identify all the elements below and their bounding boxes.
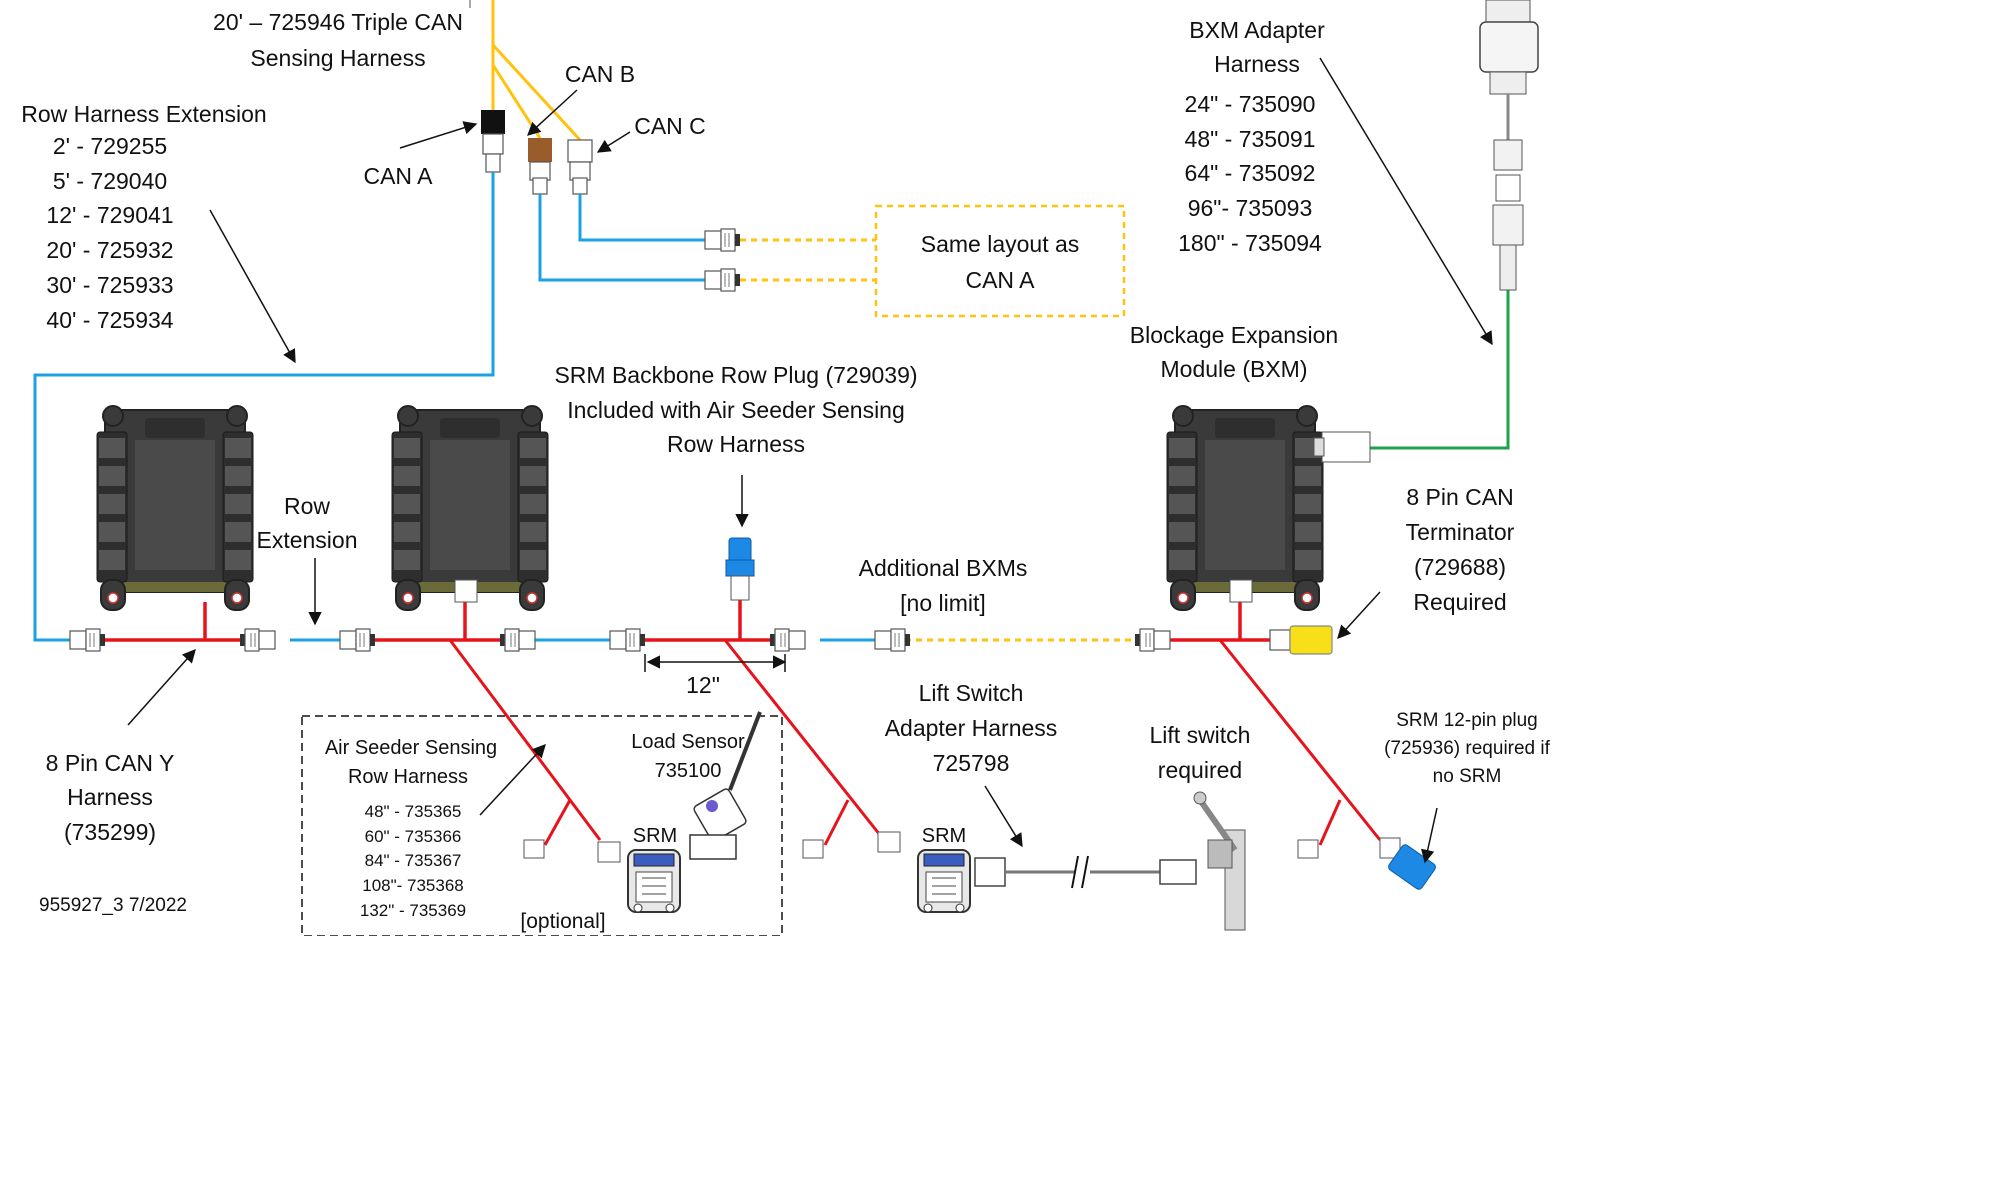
- additional-bxms-label-2: [no limit]: [900, 590, 986, 616]
- bxm-module-2: [391, 405, 549, 611]
- srm-12-pin-plug: [1388, 844, 1436, 890]
- bxm-adapter-item: 24" - 735090: [1185, 91, 1316, 117]
- row-ext-title: Row Harness Extension: [21, 101, 266, 127]
- bxm-adapter-item: 180" - 735094: [1178, 230, 1322, 256]
- bxm-adapter-harness: [1313, 0, 1539, 463]
- air-seeder-item: 108"- 735368: [362, 876, 464, 895]
- lift-switch-label-2: required: [1158, 757, 1242, 783]
- bxm-adapter-label-2: Harness: [1214, 51, 1300, 77]
- bxm-adapter-item: 48" - 735091: [1185, 126, 1316, 152]
- same-layout-label-1: Same layout as: [921, 231, 1080, 257]
- air-seeder-item: 48" - 735365: [365, 802, 462, 821]
- load-sensor: [689, 711, 762, 860]
- drop-connectors: [523, 831, 1401, 863]
- can-c-label: CAN C: [634, 113, 706, 139]
- module-stub-connectors: [454, 579, 1253, 603]
- dimension-12in: [644, 654, 787, 672]
- row-ext-item: 20' - 725932: [46, 237, 173, 263]
- srm-plug-label-2: Included with Air Seeder Sensing: [567, 397, 905, 423]
- lift-switch-adapter-harness: [974, 855, 1197, 889]
- load-sensor-label-1: Load Sensor: [631, 731, 745, 753]
- optional-box: [301, 715, 783, 936]
- row-ext-item: 2' - 729255: [53, 133, 167, 159]
- terminator-label-1: 8 Pin CAN: [1406, 484, 1513, 510]
- document-id: 955927_3 7/2022: [39, 895, 187, 916]
- row-harness-extension: [33, 172, 705, 642]
- srm-label-1: SRM: [633, 825, 677, 847]
- bxm-adapter-label-1: BXM Adapter: [1189, 17, 1325, 43]
- srm-plug-label-1: SRM Backbone Row Plug (729039): [554, 362, 917, 388]
- srm-label-2: SRM: [922, 825, 966, 847]
- srm-backbone-row-plug: [725, 537, 755, 601]
- terminator-label-2: Terminator: [1406, 519, 1515, 545]
- can-terminator: [1269, 625, 1333, 655]
- srm-plug-label-3: Row Harness: [667, 431, 805, 457]
- y-harness-label-3: (735299): [64, 819, 156, 845]
- lift-adapter-label-1: Lift Switch: [919, 680, 1024, 706]
- bxm-module-3: [1166, 405, 1324, 611]
- row-extension-label-1: Row: [284, 493, 330, 519]
- bxm-adapter-item: 96"- 735093: [1188, 195, 1313, 221]
- srm-sensor-1: [627, 849, 681, 913]
- srm12-label-2: (725936) required if: [1384, 738, 1551, 759]
- optional-label: [optional]: [520, 910, 605, 933]
- y-harness-label-1: 8 Pin CAN Y: [46, 750, 175, 776]
- can-b-label: CAN B: [565, 61, 635, 87]
- row-ext-item: 5' - 729040: [53, 168, 167, 194]
- bxm-module-1: [96, 405, 254, 611]
- dimension-label: 12": [686, 672, 720, 698]
- srm12-label-1: SRM 12-pin plug: [1396, 710, 1538, 731]
- air-seeder-item: 132" - 735369: [360, 901, 466, 920]
- air-seeder-item: 84" - 735367: [365, 851, 462, 870]
- row-ext-item: 30' - 725933: [46, 272, 173, 298]
- can-a-connector: [481, 110, 505, 173]
- can-a-label: CAN A: [363, 163, 433, 189]
- can-backbone: [105, 600, 1382, 846]
- triple-can-label-2: Sensing Harness: [250, 45, 425, 71]
- row-ext-item: 12' - 729041: [46, 202, 173, 228]
- row-ext-item: 40' - 725934: [46, 307, 173, 333]
- srm12-label-3: no SRM: [1433, 766, 1502, 787]
- terminator-label-4: Required: [1413, 589, 1506, 615]
- lift-adapter-label-2: Adapter Harness: [885, 715, 1058, 741]
- load-sensor-label-2: 735100: [655, 760, 722, 782]
- bxm-adapter-item: 64" - 735092: [1185, 160, 1316, 186]
- bxm-module-label-1: Blockage Expansion: [1130, 322, 1338, 348]
- same-layout-label-2: CAN A: [965, 267, 1035, 293]
- additional-bxms-label-1: Additional BXMs: [859, 555, 1028, 581]
- callout-arrows: [127, 57, 1493, 864]
- triple-can-label-1: 20' – 725946 Triple CAN: [213, 9, 463, 35]
- air-seeder-label-1: Air Seeder Sensing: [325, 737, 497, 759]
- air-seeder-label-2: Row Harness: [348, 766, 468, 788]
- y-harness-label-2: Harness: [67, 784, 153, 810]
- row-extension-label-2: Extension: [256, 527, 357, 553]
- can-c-connector: [567, 139, 593, 195]
- bxm-module-label-2: Module (BXM): [1161, 356, 1308, 382]
- lift-adapter-label-3: 725798: [933, 750, 1010, 776]
- air-seeder-item: 60" - 735366: [365, 827, 462, 846]
- srm-sensor-2: [917, 849, 971, 913]
- lift-switch-label-1: Lift switch: [1150, 722, 1251, 748]
- wiring-diagram: Same layout as CAN A: [21, 0, 1551, 936]
- lift-switch: [1193, 791, 1246, 931]
- terminator-label-3: (729688): [1414, 554, 1506, 580]
- same-layout-dashes: [740, 204, 1126, 318]
- can-b-connector: [528, 138, 552, 195]
